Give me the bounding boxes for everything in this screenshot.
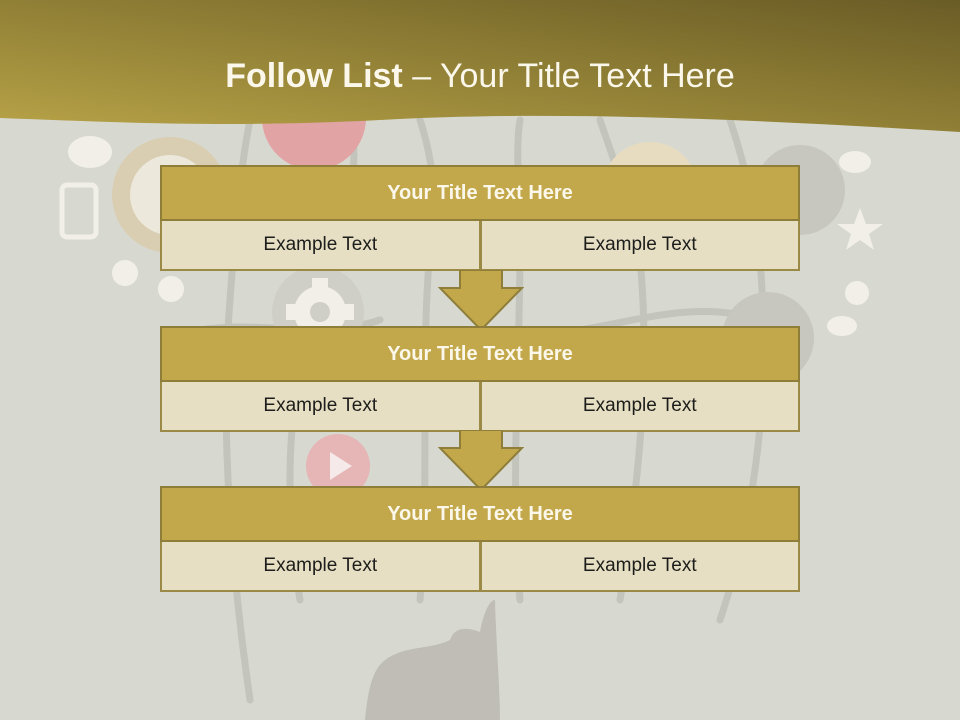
block-heading: Your Title Text Here [160, 165, 800, 221]
pointing-hand-icon [365, 600, 500, 720]
block-heading: Your Title Text Here [160, 486, 800, 542]
title-rest: – Your Title Text Here [402, 57, 735, 95]
block-cell-right: Example Text [480, 542, 800, 592]
block-cell-right: Example Text [480, 382, 800, 432]
block-row: Example Text Example Text [160, 542, 800, 592]
block-cell-left: Example Text [160, 221, 481, 271]
title-bold: Follow List [225, 57, 403, 95]
down-arrow-icon [438, 270, 524, 332]
list-block-2: Your Title Text Here Example Text Exampl… [160, 326, 800, 432]
down-arrow-icon [438, 430, 524, 492]
block-cell-left: Example Text [160, 542, 481, 592]
list-block-1: Your Title Text Here Example Text Exampl… [160, 165, 800, 271]
block-row: Example Text Example Text [160, 221, 800, 271]
block-cell-right: Example Text [480, 221, 800, 271]
header-band [0, 0, 960, 132]
list-block-3: Your Title Text Here Example Text Exampl… [160, 486, 800, 592]
block-cell-left: Example Text [160, 382, 481, 432]
block-heading: Your Title Text Here [160, 326, 800, 382]
block-row: Example Text Example Text [160, 382, 800, 432]
slide-title: Follow List – Your Title Text Here [0, 54, 960, 98]
